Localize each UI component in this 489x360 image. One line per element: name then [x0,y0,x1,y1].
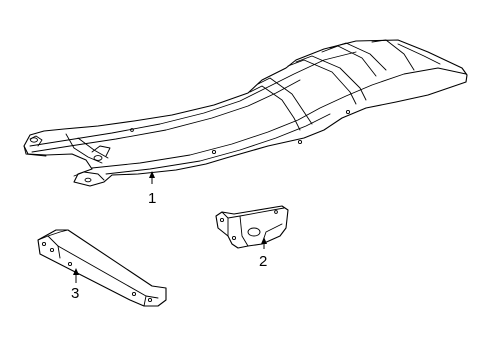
bracket-part [215,205,289,249]
callout-bracket: 2 [259,237,267,270]
callout-number-frame: 1 [148,190,156,207]
frame-assembly [23,39,468,187]
arrowhead-bracket [261,237,267,244]
callout-crossmember: 3 [71,268,79,302]
callout-number-bracket: 2 [259,253,267,270]
callout-number-crossmember: 3 [71,285,79,302]
arrowhead-crossmember [73,268,79,275]
arrowhead-frame [149,171,155,178]
callout-frame: 1 [148,171,156,207]
crossmember-part [37,229,167,307]
